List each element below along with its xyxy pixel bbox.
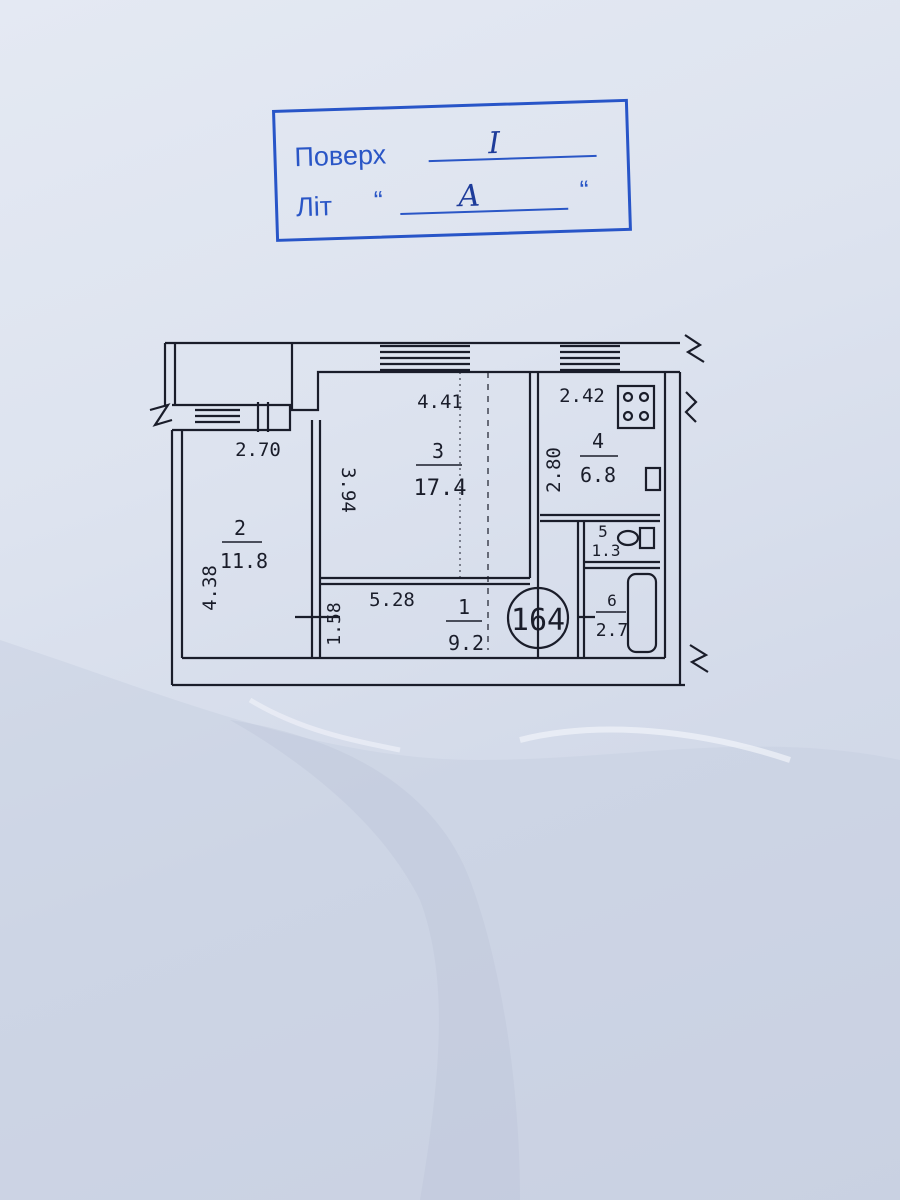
- room-4-area: 6.8: [580, 463, 616, 487]
- room-5-number: 5: [598, 522, 608, 541]
- room-3-number: 3: [432, 439, 444, 463]
- room-1-area: 9.2: [448, 631, 484, 655]
- room-4-number: 4: [592, 429, 604, 453]
- dimension-room-3-length: 3.94: [337, 467, 359, 513]
- apartment-number: 164: [511, 603, 565, 638]
- window-room-4: [560, 344, 620, 372]
- room-3-area: 17.4: [414, 476, 467, 501]
- room-5-area: 1.3: [592, 541, 621, 560]
- room-6-number: 6: [607, 591, 617, 610]
- dimension-room-4-width: 2.42: [559, 385, 605, 407]
- dimension-room-3-width: 4.41: [417, 391, 463, 413]
- dimension-room-2-length: 4.38: [199, 565, 221, 611]
- window-room-3: [380, 344, 470, 372]
- room-1-number: 1: [458, 595, 470, 619]
- apartment-number-circle: [506, 586, 570, 650]
- dimension-corridor-length: 5.28: [369, 589, 415, 611]
- dimension-corridor-width: 1.58: [324, 602, 345, 645]
- dimension-room-2-width: 2.70: [235, 439, 281, 461]
- room-6-area: 2.7: [596, 620, 629, 641]
- room-2-number: 2: [234, 516, 246, 540]
- window-room-2: [195, 408, 240, 424]
- dimension-room-4-length: 2.80: [543, 447, 565, 493]
- room-2-area: 11.8: [220, 549, 268, 573]
